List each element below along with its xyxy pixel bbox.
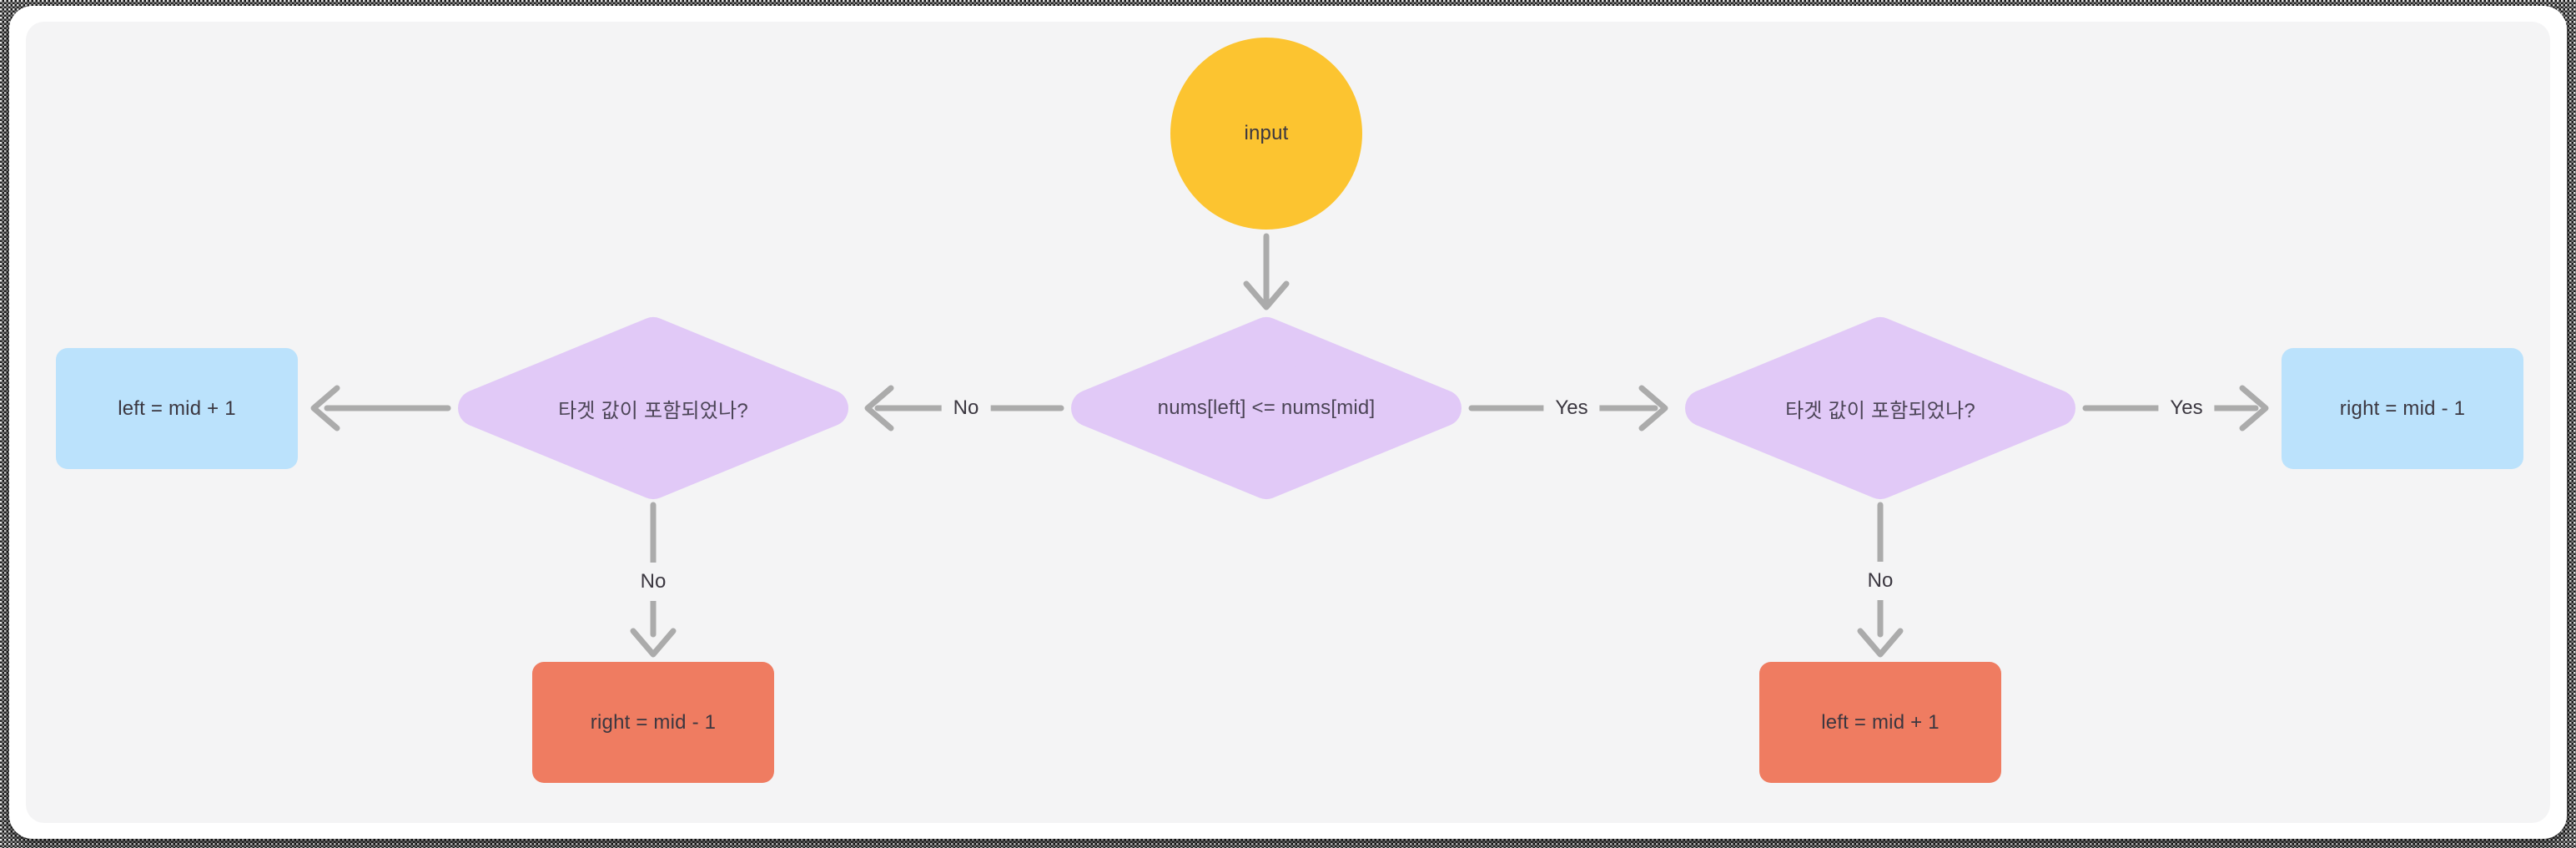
result-node-left-orange: right = mid - 1 xyxy=(532,662,774,783)
edge-label-no-center-left: No xyxy=(941,389,991,427)
edge-label-no-right-down: No xyxy=(1855,562,1905,600)
start-node-label: input xyxy=(1244,122,1289,144)
result-right-orange-label: left = mid + 1 xyxy=(1821,710,1940,734)
decision-node-center: nums[left] <= nums[mid] xyxy=(1068,315,1465,501)
edge-label-no-left-down: No xyxy=(628,563,678,601)
edge-start-to-center xyxy=(1243,233,1290,310)
result-left-blue-label: left = mid + 1 xyxy=(118,396,236,420)
diamond-shape xyxy=(1685,317,2075,499)
decision-node-left: 타겟 값이 포함되었나? xyxy=(455,315,852,501)
decision-right-label: 타겟 값이 포함되었나? xyxy=(1785,399,1975,422)
result-node-right-blue: right = mid - 1 xyxy=(2282,348,2523,469)
result-node-right-orange: left = mid + 1 xyxy=(1759,662,2001,783)
decision-center-label: nums[left] <= nums[mid] xyxy=(1157,396,1376,419)
result-right-blue-label: right = mid - 1 xyxy=(2339,396,2466,420)
decision-left-label: 타겟 값이 포함되었나? xyxy=(558,399,748,422)
result-left-orange-label: right = mid - 1 xyxy=(590,710,717,734)
decision-node-right: 타겟 값이 포함되었나? xyxy=(1682,315,2079,501)
diamond-shape xyxy=(458,317,848,499)
result-node-left-blue: left = mid + 1 xyxy=(56,348,298,469)
edge-label-yes-center-right: Yes xyxy=(1543,389,1600,427)
edge-left-to-blue xyxy=(310,385,451,432)
edge-label-yes-right-blue: Yes xyxy=(2158,389,2215,427)
start-node-input: input xyxy=(1170,38,1362,230)
diamond-shape xyxy=(1071,317,1462,499)
